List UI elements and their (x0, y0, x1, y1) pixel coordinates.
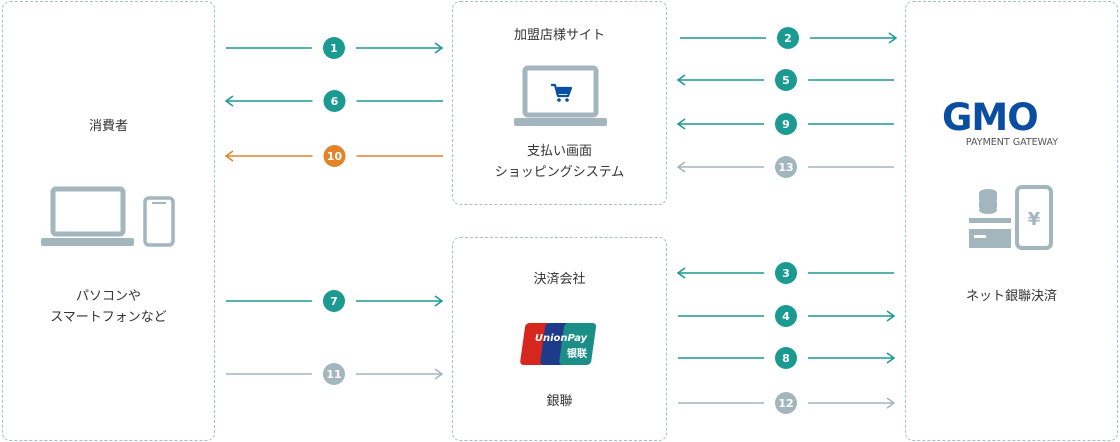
step-badge-3 (775, 262, 797, 284)
laptop-cart-icon (514, 65, 607, 126)
step-number-12: 12 (778, 397, 793, 410)
step-badge-13 (775, 156, 797, 178)
step-badge-12 (775, 392, 797, 414)
step-badge-4 (775, 305, 797, 327)
consumer-title: 消費者 (88, 119, 128, 134)
step-badge-10 (323, 145, 346, 167)
step-number-7: 7 (330, 295, 338, 308)
merchant-title: 加盟店様サイト (513, 28, 605, 43)
card-company-title: 決済会社 (533, 272, 586, 287)
gmo-logo-sub: PAYMENT GATEWAY (966, 137, 1058, 148)
gmo-payment-gateway-logo: GMO PAYMENT GATEWAY (942, 98, 1058, 148)
flow-arrow-11: 11 (226, 363, 444, 385)
flow-arrow-1: 1 (226, 37, 444, 59)
flow-arrowhead-11 (434, 368, 444, 380)
step-badge-9 (775, 113, 797, 135)
step-badge-7 (323, 290, 345, 312)
step-badge-1 (323, 37, 345, 59)
merchant-box (452, 1, 667, 205)
flow-arrowhead-6 (224, 95, 234, 107)
flow-arrowhead-10 (224, 150, 234, 162)
flow-arrowhead-3 (676, 267, 686, 279)
gateway-label: ネット銀聯決済 (965, 289, 1057, 304)
flow-arrow-13: 13 (676, 156, 894, 178)
unionpay-logo-bottom: 银联 (567, 347, 587, 360)
card-company-name: 銀聯 (546, 394, 573, 409)
consumer-box (2, 1, 215, 441)
consumer-devices-line1: パソコンや (75, 289, 141, 304)
flow-arrowhead-4 (886, 310, 896, 322)
flow-arrow-9: 9 (676, 113, 894, 135)
cart-icon (551, 83, 573, 102)
step-number-8: 8 (782, 352, 790, 365)
svg-text:¥: ¥ (1028, 209, 1041, 230)
flow-arrow-5: 5 (676, 69, 894, 91)
step-badge-5 (775, 69, 797, 91)
flow-arrowhead-9 (676, 118, 686, 130)
step-badge-11 (323, 363, 345, 385)
flow-arrow-4: 4 (678, 305, 896, 327)
step-badge-2 (777, 27, 799, 49)
step-number-3: 3 (782, 267, 790, 280)
flow-arrowhead-2 (888, 32, 898, 44)
laptop-icon (41, 186, 134, 246)
flow-arrow-8: 8 (678, 347, 896, 369)
gateway-box (905, 1, 1118, 441)
flow-arrow-12: 12 (678, 392, 896, 414)
step-number-11: 11 (326, 368, 341, 381)
consumer-devices-line2: スマートフォンなど (50, 310, 167, 325)
smartphone-icon (143, 196, 175, 247)
flow-arrowhead-7 (434, 295, 444, 307)
step-number-4: 4 (782, 310, 790, 323)
flow-arrowhead-13 (676, 161, 686, 173)
phone-yen-icon: ¥ (1015, 185, 1053, 250)
flow-arrow-10: 10 (224, 145, 443, 167)
flow-arrowhead-12 (886, 397, 896, 409)
flow-arrowhead-1 (434, 42, 444, 54)
server-card-icon (969, 189, 1011, 248)
merchant-line2: ショッピングシステム (494, 165, 625, 180)
flow-arrow-3: 3 (676, 262, 894, 284)
flow-arrowhead-8 (886, 352, 896, 364)
flow-arrow-2: 2 (680, 27, 898, 49)
step-number-5: 5 (782, 74, 790, 87)
step-number-6: 6 (331, 95, 339, 108)
step-badge-8 (775, 347, 797, 369)
flow-arrowhead-5 (676, 74, 686, 86)
step-number-13: 13 (778, 161, 793, 174)
gmo-logo-text: GMO (942, 98, 1038, 139)
flow-arrow-7: 7 (226, 290, 444, 312)
step-badge-6 (323, 90, 346, 112)
unionpay-logo-top: UnionPay (535, 333, 588, 344)
step-number-10: 10 (327, 150, 343, 163)
step-number-1: 1 (330, 42, 338, 55)
step-number-2: 2 (784, 32, 792, 45)
unionpay-logo: UnionPay 银联 (520, 323, 597, 365)
flow-arrow-6: 6 (224, 90, 443, 112)
step-number-9: 9 (782, 118, 790, 131)
merchant-line1: 支払い画面 (526, 144, 592, 159)
